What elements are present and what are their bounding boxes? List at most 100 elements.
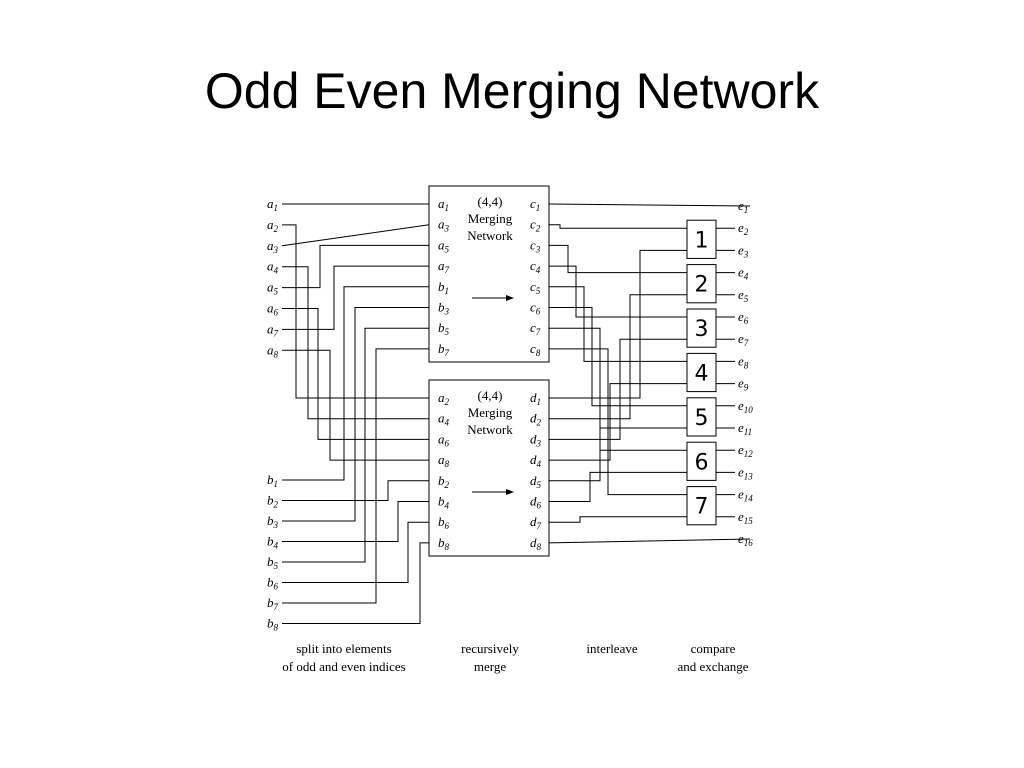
comparator-box	[686, 219, 717, 259]
wire-c8	[549, 348, 687, 496]
comparator-number: 6	[695, 450, 709, 475]
wire-d1	[549, 249, 687, 399]
output-label-e: e10	[738, 398, 753, 415]
wire-a6	[282, 308, 429, 440]
output-label-e: e13	[738, 464, 753, 481]
wire-d7	[549, 516, 687, 523]
output-label-e: e4	[738, 265, 749, 282]
wire-c4	[549, 265, 687, 318]
captions: split into elements of odd and even indi…	[282, 641, 749, 674]
lower-merging-network-box-out-label: d4	[530, 452, 542, 469]
output-label-e: e14	[738, 487, 753, 504]
wire-c2	[549, 224, 687, 229]
upper-merging-network-box-in-label: a3	[438, 217, 450, 234]
lower-merging-network-box-out-label: d3	[530, 431, 542, 448]
upper-merging-network-box-in-label: a5	[438, 237, 450, 254]
output-label-e: e1	[738, 198, 748, 215]
lower-merging-network-box-out-label: d2	[530, 411, 542, 428]
wire-b3	[282, 307, 429, 522]
lower-merging-network-box-in-label: a8	[438, 452, 450, 469]
lower-merging-network-box-in-label: a6	[438, 431, 450, 448]
output-label-e: e11	[738, 420, 752, 437]
upper-merging-network-box-line1: Merging	[468, 211, 513, 226]
wire-b8	[282, 542, 429, 624]
comparator-box	[686, 486, 717, 526]
wire-d4	[549, 383, 687, 461]
upper-merging-network-box-arrow-head	[506, 295, 514, 301]
wire-c3	[549, 244, 687, 274]
upper-merging-network-box-out-label: c4	[530, 258, 541, 275]
upper-merging-network-box-in-label: b3	[438, 300, 450, 317]
upper-merging-network-box	[428, 185, 550, 363]
wires	[281, 203, 751, 624]
wire-c7	[549, 327, 687, 451]
comparator-box	[686, 264, 717, 304]
input-label-a: a5	[267, 280, 279, 297]
comparator-box	[686, 397, 717, 437]
comparator-number: 3	[695, 317, 709, 342]
upper-merging-network-box-out-label: c3	[530, 237, 541, 254]
output-label-e: e15	[738, 509, 753, 526]
wire-a2	[282, 224, 429, 399]
lower-merging-network-box-heading: (4,4)	[478, 388, 503, 403]
input-label-a: a1	[267, 196, 278, 213]
lower-merging-network-box-in-label: b4	[438, 494, 450, 511]
output-label-e: e9	[738, 376, 749, 393]
input-label-a: a8	[267, 342, 279, 359]
caption-split-line2: of odd and even indices	[282, 659, 405, 674]
lower-merging-network-box-line1: Merging	[468, 405, 513, 420]
wire-d8-e16	[548, 538, 751, 544]
input-label-b: b7	[267, 595, 279, 612]
lower-merging-network-box-in-label: a2	[438, 390, 450, 407]
output-label-e: e12	[738, 442, 753, 459]
lower-merging-network-box	[428, 379, 550, 557]
lower-merging-network-box-line2: Network	[467, 422, 513, 437]
wire-c1-e1	[548, 203, 751, 207]
lower-merging-network-box-in-label: a4	[438, 411, 450, 428]
wire-a3	[281, 224, 430, 247]
upper-merging-network-box-heading: (4,4)	[478, 194, 503, 209]
output-label-e: e16	[738, 531, 753, 548]
lower-merging-network-box-out-label: d1	[530, 390, 541, 407]
input-label-b: b5	[267, 554, 279, 571]
wire-d6	[549, 471, 687, 502]
lower-merging-network-box-in-label: b6	[438, 514, 450, 531]
wire-b7	[282, 348, 429, 604]
upper-merging-network-box-out-label: c1	[530, 196, 540, 213]
input-label-b: b3	[267, 513, 279, 530]
slide-title: Odd Even Merging Network	[204, 63, 820, 119]
comparator-number: 1	[695, 228, 709, 253]
output-label-e: e6	[738, 309, 749, 326]
lower-merging-network-box-out-label: d5	[530, 473, 542, 490]
comparator-number: 2	[695, 273, 709, 298]
caption-compare-line1: compare	[691, 641, 736, 656]
comparator-box	[686, 308, 717, 348]
input-label-a: a7	[267, 321, 279, 338]
upper-merging-network-box-out-label: c7	[530, 320, 541, 337]
input-label-a: a2	[267, 217, 279, 234]
wire-a8	[282, 349, 429, 461]
input-label-a: a6	[267, 301, 279, 318]
wire-c5	[549, 286, 687, 362]
input-label-a: a3	[267, 238, 279, 255]
upper-merging-network-box-in-label: b7	[438, 341, 450, 358]
upper-merging-network-box-in-label: a1	[438, 196, 449, 213]
boxes: (4,4)MergingNetwork(4,4)MergingNetwork12…	[428, 185, 717, 557]
upper-merging-network-box-in-label: b5	[438, 320, 450, 337]
caption-compare-line2: and exchange	[677, 659, 748, 674]
comparator-number: 5	[695, 406, 709, 431]
upper-merging-network-box-out-label: c2	[530, 217, 541, 234]
input-label-b: b1	[267, 472, 278, 489]
labels: a1a3a5a7b1b3b5b7c1c2c3c4c5c6c7c8a2a4a6a8…	[267, 196, 753, 633]
wire-d3	[549, 338, 687, 440]
output-label-e: e5	[738, 287, 749, 304]
comparator-number: 7	[695, 495, 709, 520]
input-label-b: b4	[267, 534, 279, 551]
wire-a4	[282, 266, 429, 420]
input-label-a: a4	[267, 259, 279, 276]
comparator-box	[686, 441, 717, 481]
upper-merging-network-box-out-label: c5	[530, 279, 541, 296]
caption-merge-line1: recursively	[461, 641, 519, 656]
wire-b1	[282, 286, 429, 481]
